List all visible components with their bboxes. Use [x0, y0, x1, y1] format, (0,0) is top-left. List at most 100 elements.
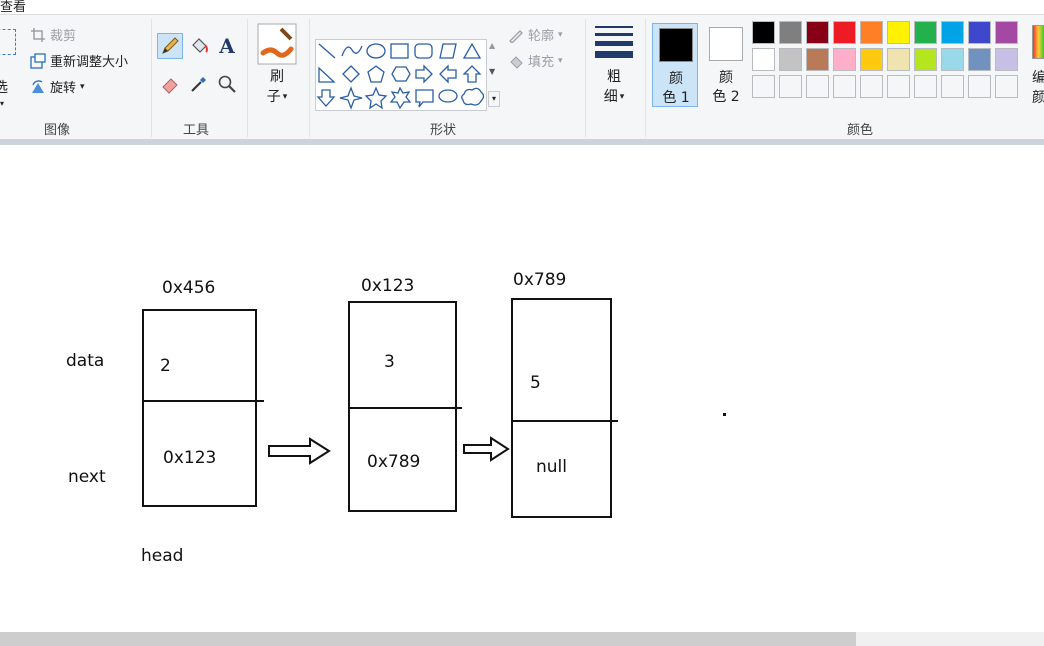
- palette-swatch[interactable]: [941, 75, 964, 98]
- chevron-down-icon: ▾: [558, 55, 563, 66]
- color1-label-line1: 颜: [669, 71, 683, 87]
- brush-icon: [257, 23, 297, 65]
- crop-button[interactable]: 裁剪: [30, 25, 76, 44]
- rotate-icon: [30, 79, 46, 95]
- palette-swatch[interactable]: [914, 21, 937, 44]
- color1-label-line2: 色 1: [662, 90, 690, 106]
- arrow-right-icon: [463, 436, 510, 462]
- palette-swatch[interactable]: [995, 21, 1018, 44]
- palette-swatch[interactable]: [941, 21, 964, 44]
- palette-swatch[interactable]: [860, 75, 883, 98]
- text-a-icon: A: [219, 34, 235, 58]
- eraser-tool[interactable]: [157, 71, 183, 97]
- palette-swatch[interactable]: [887, 48, 910, 71]
- crop-icon: [30, 27, 46, 43]
- eyedropper-icon: [191, 77, 206, 92]
- horizontal-scrollbar[interactable]: [0, 632, 1044, 646]
- palette-swatch[interactable]: [752, 75, 775, 98]
- palette-swatch[interactable]: [887, 21, 910, 44]
- chevron-down-icon: ▾: [80, 81, 85, 92]
- shapes-scroll[interactable]: ▲ ▼ ▾: [487, 39, 501, 111]
- node-address: 0x456: [162, 278, 216, 298]
- palette-swatch[interactable]: [806, 48, 829, 71]
- scroll-down-icon[interactable]: ▼: [489, 67, 496, 76]
- color-picker-tool[interactable]: [186, 71, 212, 97]
- chevron-down-icon: ▾: [558, 29, 563, 40]
- palette-swatch[interactable]: [995, 48, 1018, 71]
- edit-colors-label-line1: 编: [1032, 70, 1044, 86]
- window-title-fragment: 查看: [0, 0, 27, 12]
- edit-colors-button[interactable]: 编 颜: [1030, 23, 1044, 115]
- palette-swatch[interactable]: [914, 75, 937, 98]
- outline-label: 轮廓: [528, 29, 555, 44]
- palette-swatch[interactable]: [860, 21, 883, 44]
- pencil-icon: [162, 37, 179, 54]
- palette-swatch[interactable]: [968, 75, 991, 98]
- gallery-expand-icon[interactable]: ▾: [488, 91, 500, 107]
- scrollbar-thumb[interactable]: [0, 632, 856, 646]
- fill-icon: [508, 53, 524, 69]
- image-group-label: 图像: [44, 123, 71, 138]
- text-tool[interactable]: A: [214, 33, 240, 59]
- node-address: 0x123: [361, 276, 415, 296]
- outline-button[interactable]: 轮廓 ▾: [508, 25, 563, 44]
- rotate-button[interactable]: 旋转 ▾: [30, 77, 85, 96]
- resize-label: 重新调整大小: [50, 55, 129, 70]
- palette-swatch[interactable]: [860, 48, 883, 71]
- palette-swatch[interactable]: [968, 21, 991, 44]
- color-palette: [752, 21, 1024, 103]
- fill-button[interactable]: 填充 ▾: [508, 51, 563, 70]
- color2-button[interactable]: 颜 色 2: [703, 23, 749, 107]
- stray-dot: [723, 413, 726, 416]
- group-separator: [585, 19, 586, 137]
- group-separator: [247, 19, 248, 137]
- palette-swatch[interactable]: [752, 21, 775, 44]
- colors-group-label: 颜色: [847, 123, 874, 138]
- color1-button[interactable]: 颜 色 1: [652, 23, 698, 107]
- color1-swatch: [659, 28, 693, 62]
- palette-swatch[interactable]: [779, 75, 802, 98]
- select-button[interactable]: 选 ▾: [0, 25, 18, 108]
- node-next-value: null: [536, 457, 567, 477]
- paint-bucket-icon: [192, 38, 208, 53]
- palette-swatch[interactable]: [914, 48, 937, 71]
- palette-swatch[interactable]: [779, 21, 802, 44]
- pencil-tool[interactable]: [157, 33, 183, 59]
- row-label-next: next: [68, 467, 106, 487]
- palette-swatch[interactable]: [833, 21, 856, 44]
- fill-tool[interactable]: [186, 33, 212, 59]
- node-divider: [513, 420, 618, 422]
- palette-swatch[interactable]: [752, 48, 775, 71]
- palette-swatch[interactable]: [887, 75, 910, 98]
- select-icon: [0, 29, 16, 55]
- palette-swatch[interactable]: [806, 75, 829, 98]
- scroll-up-icon[interactable]: ▲: [489, 41, 496, 50]
- node-address: 0x789: [513, 270, 567, 290]
- chevron-down-icon: ▾: [619, 92, 625, 102]
- node-box: [348, 301, 457, 512]
- palette-swatch[interactable]: [968, 48, 991, 71]
- brushes-label-line2: 子: [266, 89, 281, 105]
- palette-swatch[interactable]: [833, 75, 856, 98]
- resize-button[interactable]: 重新调整大小: [30, 51, 128, 70]
- group-separator: [309, 19, 310, 137]
- outline-icon: [508, 27, 524, 43]
- brushes-button[interactable]: 刷 子 ▾: [255, 23, 299, 107]
- palette-swatch[interactable]: [779, 48, 802, 71]
- line-thickness-icon: [595, 26, 633, 58]
- group-separator: [151, 19, 152, 137]
- node-box: [511, 298, 612, 518]
- shapes-gallery: [315, 39, 487, 111]
- palette-swatch[interactable]: [941, 48, 964, 71]
- palette-swatch[interactable]: [833, 48, 856, 71]
- drawing-canvas[interactable]: data next head 0x456 2 0x123 0x123 3 0x7…: [0, 145, 1044, 632]
- palette-swatch[interactable]: [995, 75, 1018, 98]
- size-button[interactable]: 粗 细 ▾: [592, 23, 636, 107]
- palette-swatch[interactable]: [806, 21, 829, 44]
- rotate-label: 旋转: [50, 81, 77, 96]
- select-label-fragment: 选: [0, 80, 8, 96]
- arrow-right-icon: [268, 437, 331, 465]
- size-label-line1: 粗: [607, 69, 621, 85]
- brushes-label-line1: 刷: [270, 69, 284, 85]
- magnifier-tool[interactable]: [214, 71, 240, 97]
